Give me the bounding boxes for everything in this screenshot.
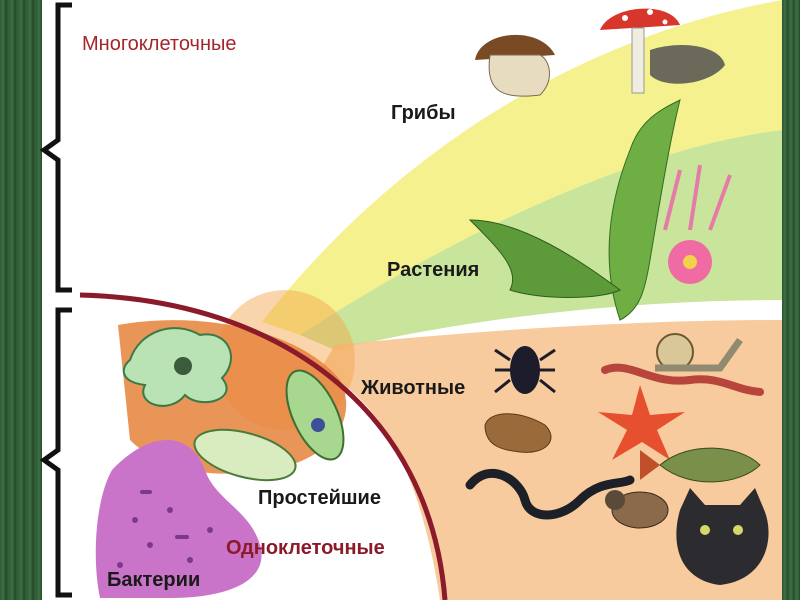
animals-label: Животные [361, 377, 465, 400]
unicellular-label: Одноклеточные [226, 537, 385, 560]
unicellular-bracket [44, 310, 72, 595]
bacteria-label: Бактерии [107, 569, 200, 592]
multicellular-label: Многоклеточные [82, 33, 237, 56]
fungi-label: Грибы [391, 102, 456, 125]
protists-label: Простейшие [258, 487, 381, 510]
multicellular-bracket [44, 5, 72, 290]
mushroom-bolete-icon [475, 35, 555, 96]
euglena-nucleus [311, 418, 325, 432]
plants-label: Растения [387, 259, 479, 282]
amoeba-nucleus [174, 357, 192, 375]
